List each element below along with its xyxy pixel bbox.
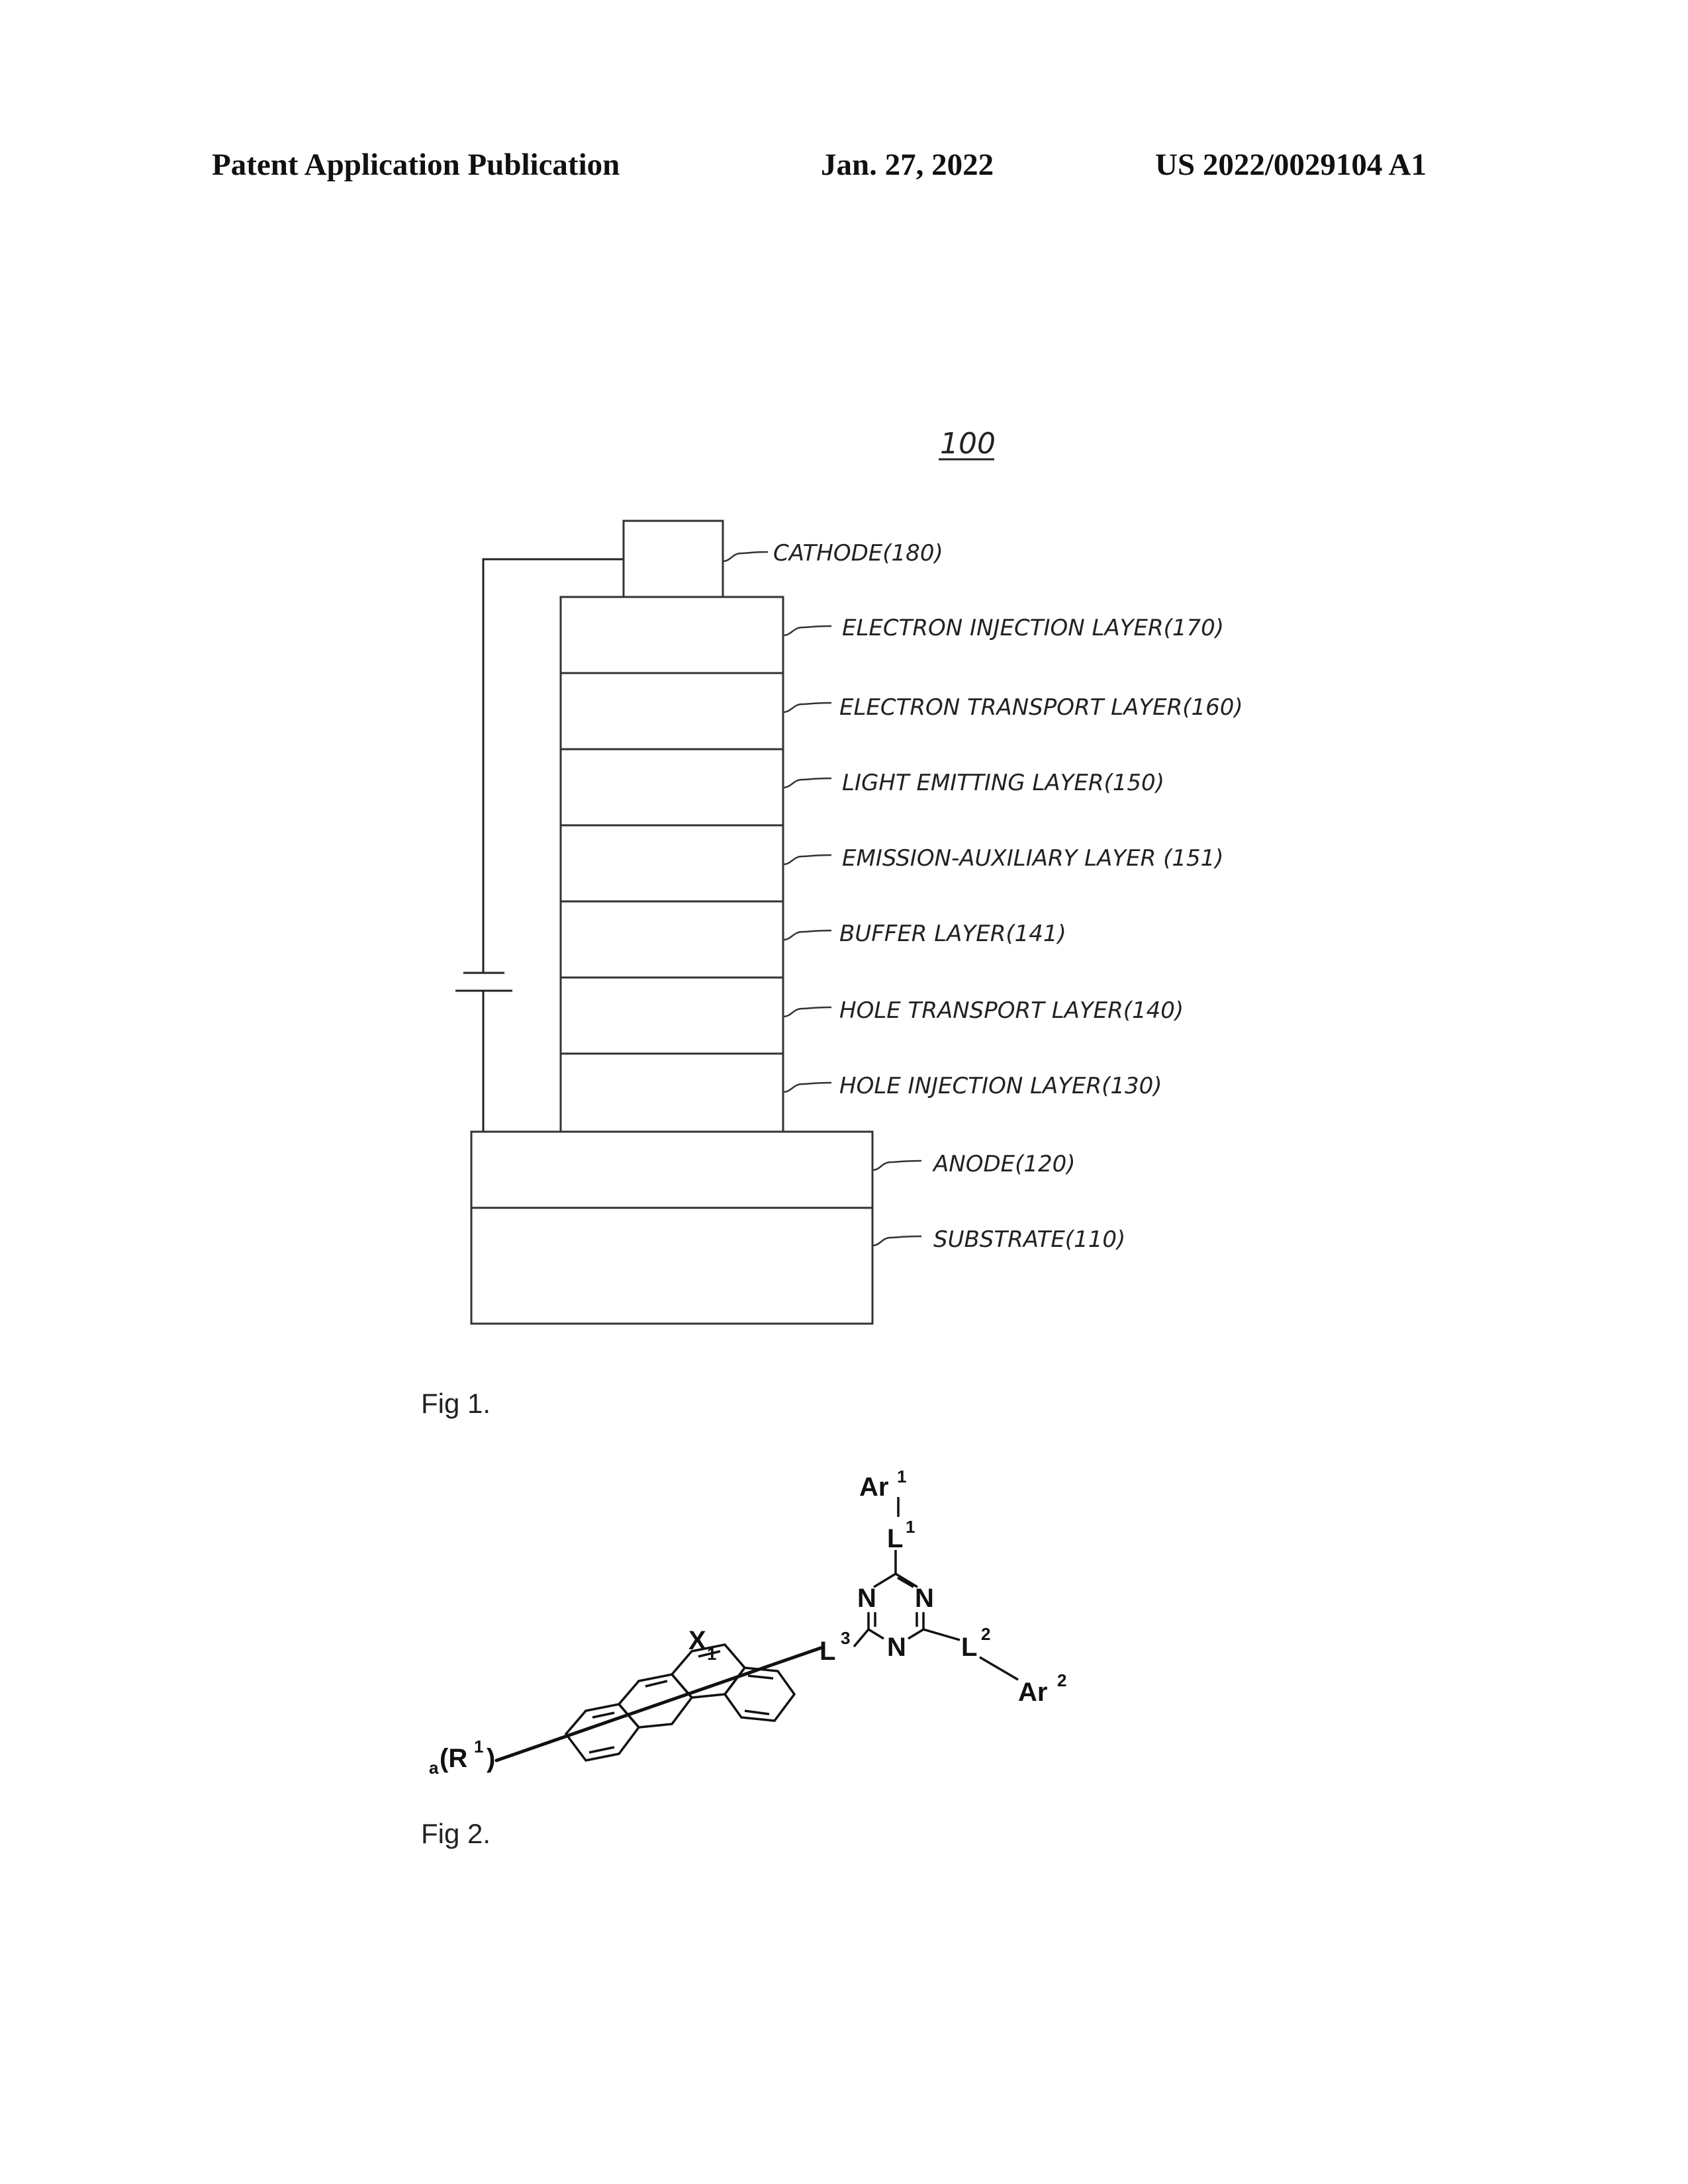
label-ar1: Ar [859,1473,888,1502]
label-l1: L [887,1524,903,1553]
label-light-emitting-layer: LIGHT EMITTING LAYER(150) [842,770,1164,796]
label-r1-close: ) [487,1744,495,1773]
label-x1-subscript: 1 [707,1644,716,1664]
figure-1: 100 CATHODE(180) ELECTRON INJEC [421,427,1243,1419]
light-emitting-layer-block [561,749,783,825]
cathode-block [624,521,723,597]
label-cathode: CATHODE(180) [773,540,943,567]
device-reference-number: 100 [940,427,996,461]
label-ar2: Ar [1018,1678,1047,1707]
label-triazine-n-bottom: N [887,1633,906,1662]
label-substrate: SUBSTRATE(110) [933,1226,1125,1253]
label-emission-auxiliary-layer: EMISSION-AUXILIARY LAYER (151) [842,845,1224,872]
label-triazine-n-right: N [915,1584,934,1613]
leader-hole-injection [783,1083,831,1092]
bond-l2-ar2 [980,1657,1018,1680]
leader-light-emitting [783,778,831,788]
label-l2-superscript: 2 [981,1624,990,1644]
label-hole-transport-layer: HOLE TRANSPORT LAYER(140) [839,997,1184,1024]
label-l3-superscript: 3 [841,1628,850,1648]
label-ar2-superscript: 2 [1057,1670,1066,1690]
figure-2-caption: Fig 2. [421,1818,491,1849]
label-anode: ANODE(120) [932,1151,1076,1177]
label-ar1-superscript: 1 [897,1467,906,1486]
label-x1: X [688,1626,706,1655]
leader-substrate [872,1236,921,1246]
label-triazine-n-left: N [857,1584,876,1613]
label-hole-injection-layer: HOLE INJECTION LAYER(130) [839,1073,1162,1099]
bond-l3-triazine [854,1629,868,1647]
label-buffer-layer: BUFFER LAYER(141) [839,921,1066,947]
label-r1-superscript: 1 [474,1737,483,1756]
electron-injection-layer-block [561,597,783,673]
substrate-block [471,1208,872,1324]
anode-block [471,1132,872,1208]
figure-2: Ar 1 L 1 N N N L 2 Ar 2 L 3 [421,1467,1066,1849]
label-l3: L [820,1637,835,1666]
buffer-layer-block [561,901,783,978]
label-electron-transport-layer: ELECTRON TRANSPORT LAYER(160) [839,694,1243,721]
leader-electron-injection [783,626,831,635]
leader-electron-transport [783,703,831,712]
hole-transport-layer-block [561,978,783,1054]
figure-1-caption: Fig 1. [421,1388,491,1419]
hole-injection-layer-block [561,1054,783,1132]
label-l2: L [961,1633,977,1662]
label-l1-superscript: 1 [906,1517,915,1537]
leader-hole-transport [783,1007,831,1017]
electron-transport-layer-block [561,673,783,749]
leader-emission-auxiliary [783,855,831,864]
label-r1: (R [440,1744,467,1773]
emission-auxiliary-layer-block [561,825,783,901]
label-r-prefix: a [429,1758,439,1778]
fused-ring-core [566,1645,794,1760]
leader-buffer [783,931,831,940]
leader-cathode [723,552,768,561]
leader-anode [872,1161,921,1170]
label-electron-injection-layer: ELECTRON INJECTION LAYER(170) [842,615,1224,641]
bond-substituent-l3 [496,1648,821,1760]
bond-triazine-l2 [923,1629,960,1640]
